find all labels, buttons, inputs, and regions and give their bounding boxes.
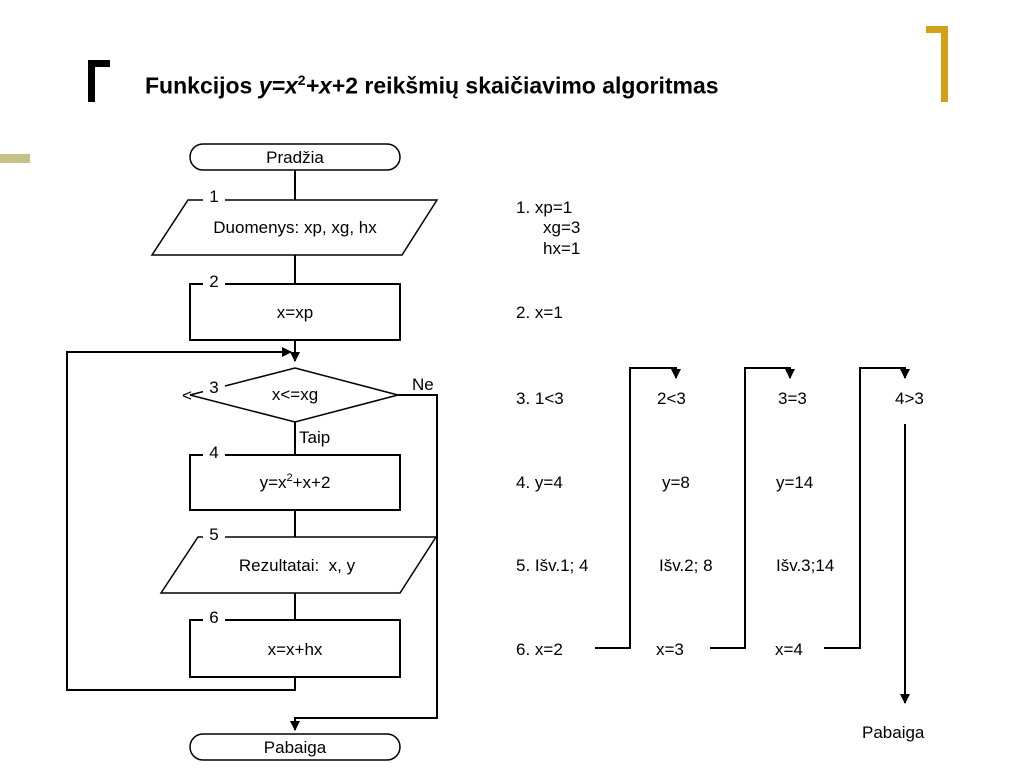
trace-step1-line1: 1. xp=1 <box>516 198 572 217</box>
block-4-process <box>189 454 401 511</box>
block-3-number: 3 <box>209 378 218 397</box>
slide-title: Funkcijos y=x2+x+2 reikšmių skaičiavimo … <box>145 72 719 99</box>
block-6-text: x=x+hx <box>268 640 323 659</box>
title-corner-left <box>88 60 110 102</box>
trace-end-label: Pabaiga <box>862 723 925 742</box>
trace-step1-line3: hx=1 <box>543 239 580 258</box>
trace-step3-col2: 2<3 <box>657 389 686 408</box>
trace-step4-col3: y=14 <box>776 473 813 492</box>
accent-bar <box>0 154 30 163</box>
decision-yes-label: Taip <box>299 428 330 447</box>
block-4-text: y=x2+x+2 <box>260 472 331 492</box>
block-2-process <box>189 283 401 341</box>
trace-step5-col2: Išv.2; 8 <box>659 556 713 575</box>
block-1-text: Duomenys: xp, xg, hx <box>213 218 377 237</box>
block-5-output <box>159 536 438 594</box>
block-5-number: 5 <box>209 525 218 544</box>
trace-step3-col1: 3. 1<3 <box>516 389 564 408</box>
block-2-num-bg <box>203 272 225 290</box>
trace-labels: 1. xp=1 xg=3 hx=1 2. x=1 3. 1<3 2<3 3=3 … <box>516 198 925 742</box>
block-5-text: Rezultatai: x, y <box>239 556 356 575</box>
flowchart <box>66 143 439 761</box>
block-4-number: 4 <box>209 443 218 462</box>
block-6-num-bg <box>203 608 225 626</box>
block-1-number: 1 <box>209 187 218 206</box>
end-terminator <box>189 733 401 761</box>
trace-step4-col2: y=8 <box>662 473 690 492</box>
block-2-text: x=xp <box>277 303 313 322</box>
block-5-num-bg <box>203 525 225 543</box>
start-terminator <box>189 143 401 171</box>
trace-step5-col3: Išv.3;14 <box>776 556 834 575</box>
iteration-connector-2 <box>710 367 795 649</box>
trace-step3-col4: 4>3 <box>895 389 924 408</box>
exit-line <box>290 394 438 731</box>
trace-step2: 2. x=1 <box>516 303 563 322</box>
block-3-text: x<=xg <box>272 385 318 404</box>
trace-step6-col3: x=4 <box>775 640 803 659</box>
end-label: Pabaiga <box>264 738 327 757</box>
flowchart-labels: Pradžia Pabaiga 1 Duomenys: xp, xg, hx 2… <box>182 148 434 757</box>
trace-step6-col2: x=3 <box>656 640 684 659</box>
block-4-num-bg <box>203 443 225 461</box>
decision-no-label: Ne <box>412 375 434 394</box>
loop-back-line <box>66 347 296 691</box>
trace-step1-line2: xg=3 <box>543 218 580 237</box>
iteration-connector-3 <box>824 367 910 649</box>
trace-step3-col3: 3=3 <box>778 389 807 408</box>
trace-step4-col1: 4. y=4 <box>516 473 563 492</box>
block-2-number: 2 <box>209 272 218 291</box>
trace-step5-col1: 5. Išv.1; 4 <box>516 556 588 575</box>
block-6-process <box>189 619 401 678</box>
start-label: Pradžia <box>266 148 324 167</box>
title-corner-right <box>926 26 948 102</box>
block-3-left-mark: < <box>182 386 192 405</box>
iteration-connector-1 <box>595 367 681 649</box>
trace-step6-col1: 6. x=2 <box>516 640 563 659</box>
block-1-input <box>150 199 439 256</box>
block-1-num-bg <box>203 188 225 206</box>
trace-connectors <box>595 367 910 704</box>
block-3-num-bg <box>203 378 225 396</box>
block-6-number: 6 <box>209 608 218 627</box>
